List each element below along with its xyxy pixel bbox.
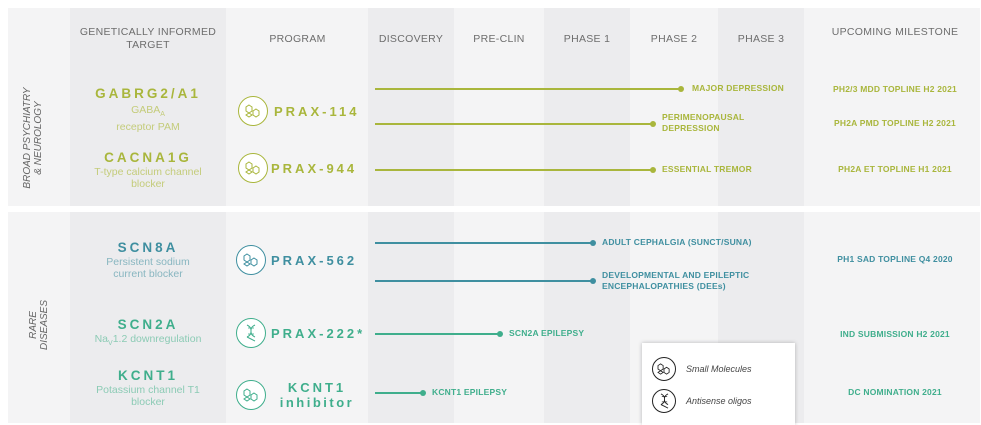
header-phase2: PHASE 2 [650,33,698,45]
bar-major-depression [375,88,680,90]
small-molecule-icon [238,96,268,126]
header-milestone: UPCOMING MILESTONE [831,26,959,38]
target-desc-kcnt1: Potassium channel T1 blocker [96,384,200,408]
legend-antisense-label: Antisense oligos [686,396,752,406]
bar-scn2a [375,333,500,335]
header-target: GENETICALLY INFORMED TARGET [79,26,217,51]
dot-kcnt1 [420,390,426,396]
dot-major-depression [678,86,684,92]
bar-essential-tremor [375,169,652,171]
target-desc-gabrg2: GABAA receptor PAM [116,104,180,134]
legend: Small Molecules Antisense oligos [642,343,795,425]
target-scn2a: SCN2A [117,317,179,332]
column-band-target [70,8,226,423]
section-label-psychiatry: BROAD PSYCHIATRY & NEUROLOGY [22,87,44,189]
small-molecule-icon [236,380,266,410]
indication-major-depression: MAJOR DEPRESSION [692,83,784,93]
indication-dees: DEVELOPMENTAL AND EPILEPTIC ENCEPHALOPAT… [602,270,750,291]
section-label-rare: RARE DISEASES [28,299,50,351]
antisense-oligo-icon [652,389,676,413]
program-prax-562: PRAX-562 [271,253,358,268]
column-band-discovery [368,8,454,423]
dot-essential-tremor [650,167,656,173]
target-desc-cacna1g: T-type calcium channel blocker [94,166,202,190]
small-molecule-icon [238,153,268,183]
milestone-mdd: PH2/3 MDD TOPLINE H2 2021 [833,84,957,94]
section-divider [8,206,980,212]
column-band-phase1 [544,8,630,423]
antisense-oligo-icon [236,318,266,348]
legend-small-molecules: Small Molecules [652,357,752,381]
milestone-et: PH2A ET TOPLINE H1 2021 [838,164,952,174]
target-desc-scn2a: NaV1.2 downregulation [94,333,202,348]
milestone-dc-nomination: DC NOMINATION 2021 [848,387,942,397]
bar-dees [375,280,592,282]
bar-perimenopausal [375,123,652,125]
target-kcnt1: KCNT1 [117,368,178,383]
program-prax-222: PRAX-222* [271,326,366,341]
dot-cephalgia [590,240,596,246]
indication-cephalgia: ADULT CEPHALGIA (SUNCT/SUNA) [602,237,752,247]
header-phase1: PHASE 1 [563,33,611,45]
milestone-ind-submission: IND SUBMISSION H2 2021 [840,329,950,339]
indication-kcnt1: KCNT1 EPILEPSY [432,387,508,397]
milestone-ph1-sad: PH1 SAD TOPLINE Q4 2020 [837,254,953,264]
program-prax-114: PRAX-114 [274,104,360,119]
bar-cephalgia [375,242,592,244]
header-phase3: PHASE 3 [737,33,785,45]
small-molecule-icon [652,357,676,381]
target-gabrg2: GABRG2/A1 [95,86,201,101]
indication-essential-tremor: ESSENTIAL TREMOR [662,164,752,174]
dot-perimenopausal [650,121,656,127]
legend-antisense: Antisense oligos [652,389,752,413]
legend-small-molecules-label: Small Molecules [686,364,752,374]
indication-perimenopausal: PERIMENOPAUSAL DEPRESSION [662,112,745,133]
target-scn8a: SCN8A [117,240,179,255]
milestone-pmd: PH2A PMD TOPLINE H2 2021 [834,118,956,128]
header-program: PROGRAM [269,33,326,45]
target-cacna1g: CACNA1G [104,150,192,165]
program-prax-944: PRAX-944 [271,161,358,176]
program-kcnt1-line1: KCNT1 [287,380,347,395]
indication-scn2a: SCN2A EPILEPSY [509,328,585,338]
bar-kcnt1 [375,392,422,394]
target-desc-scn8a: Persistent sodium current blocker [106,256,190,280]
header-preclin: PRE-CLIN [473,33,525,45]
header-discovery: DISCOVERY [378,33,444,45]
small-molecule-icon [236,245,266,275]
dot-dees [590,278,596,284]
program-kcnt1-line2: inhibitor [279,395,355,410]
dot-scn2a [497,331,503,337]
